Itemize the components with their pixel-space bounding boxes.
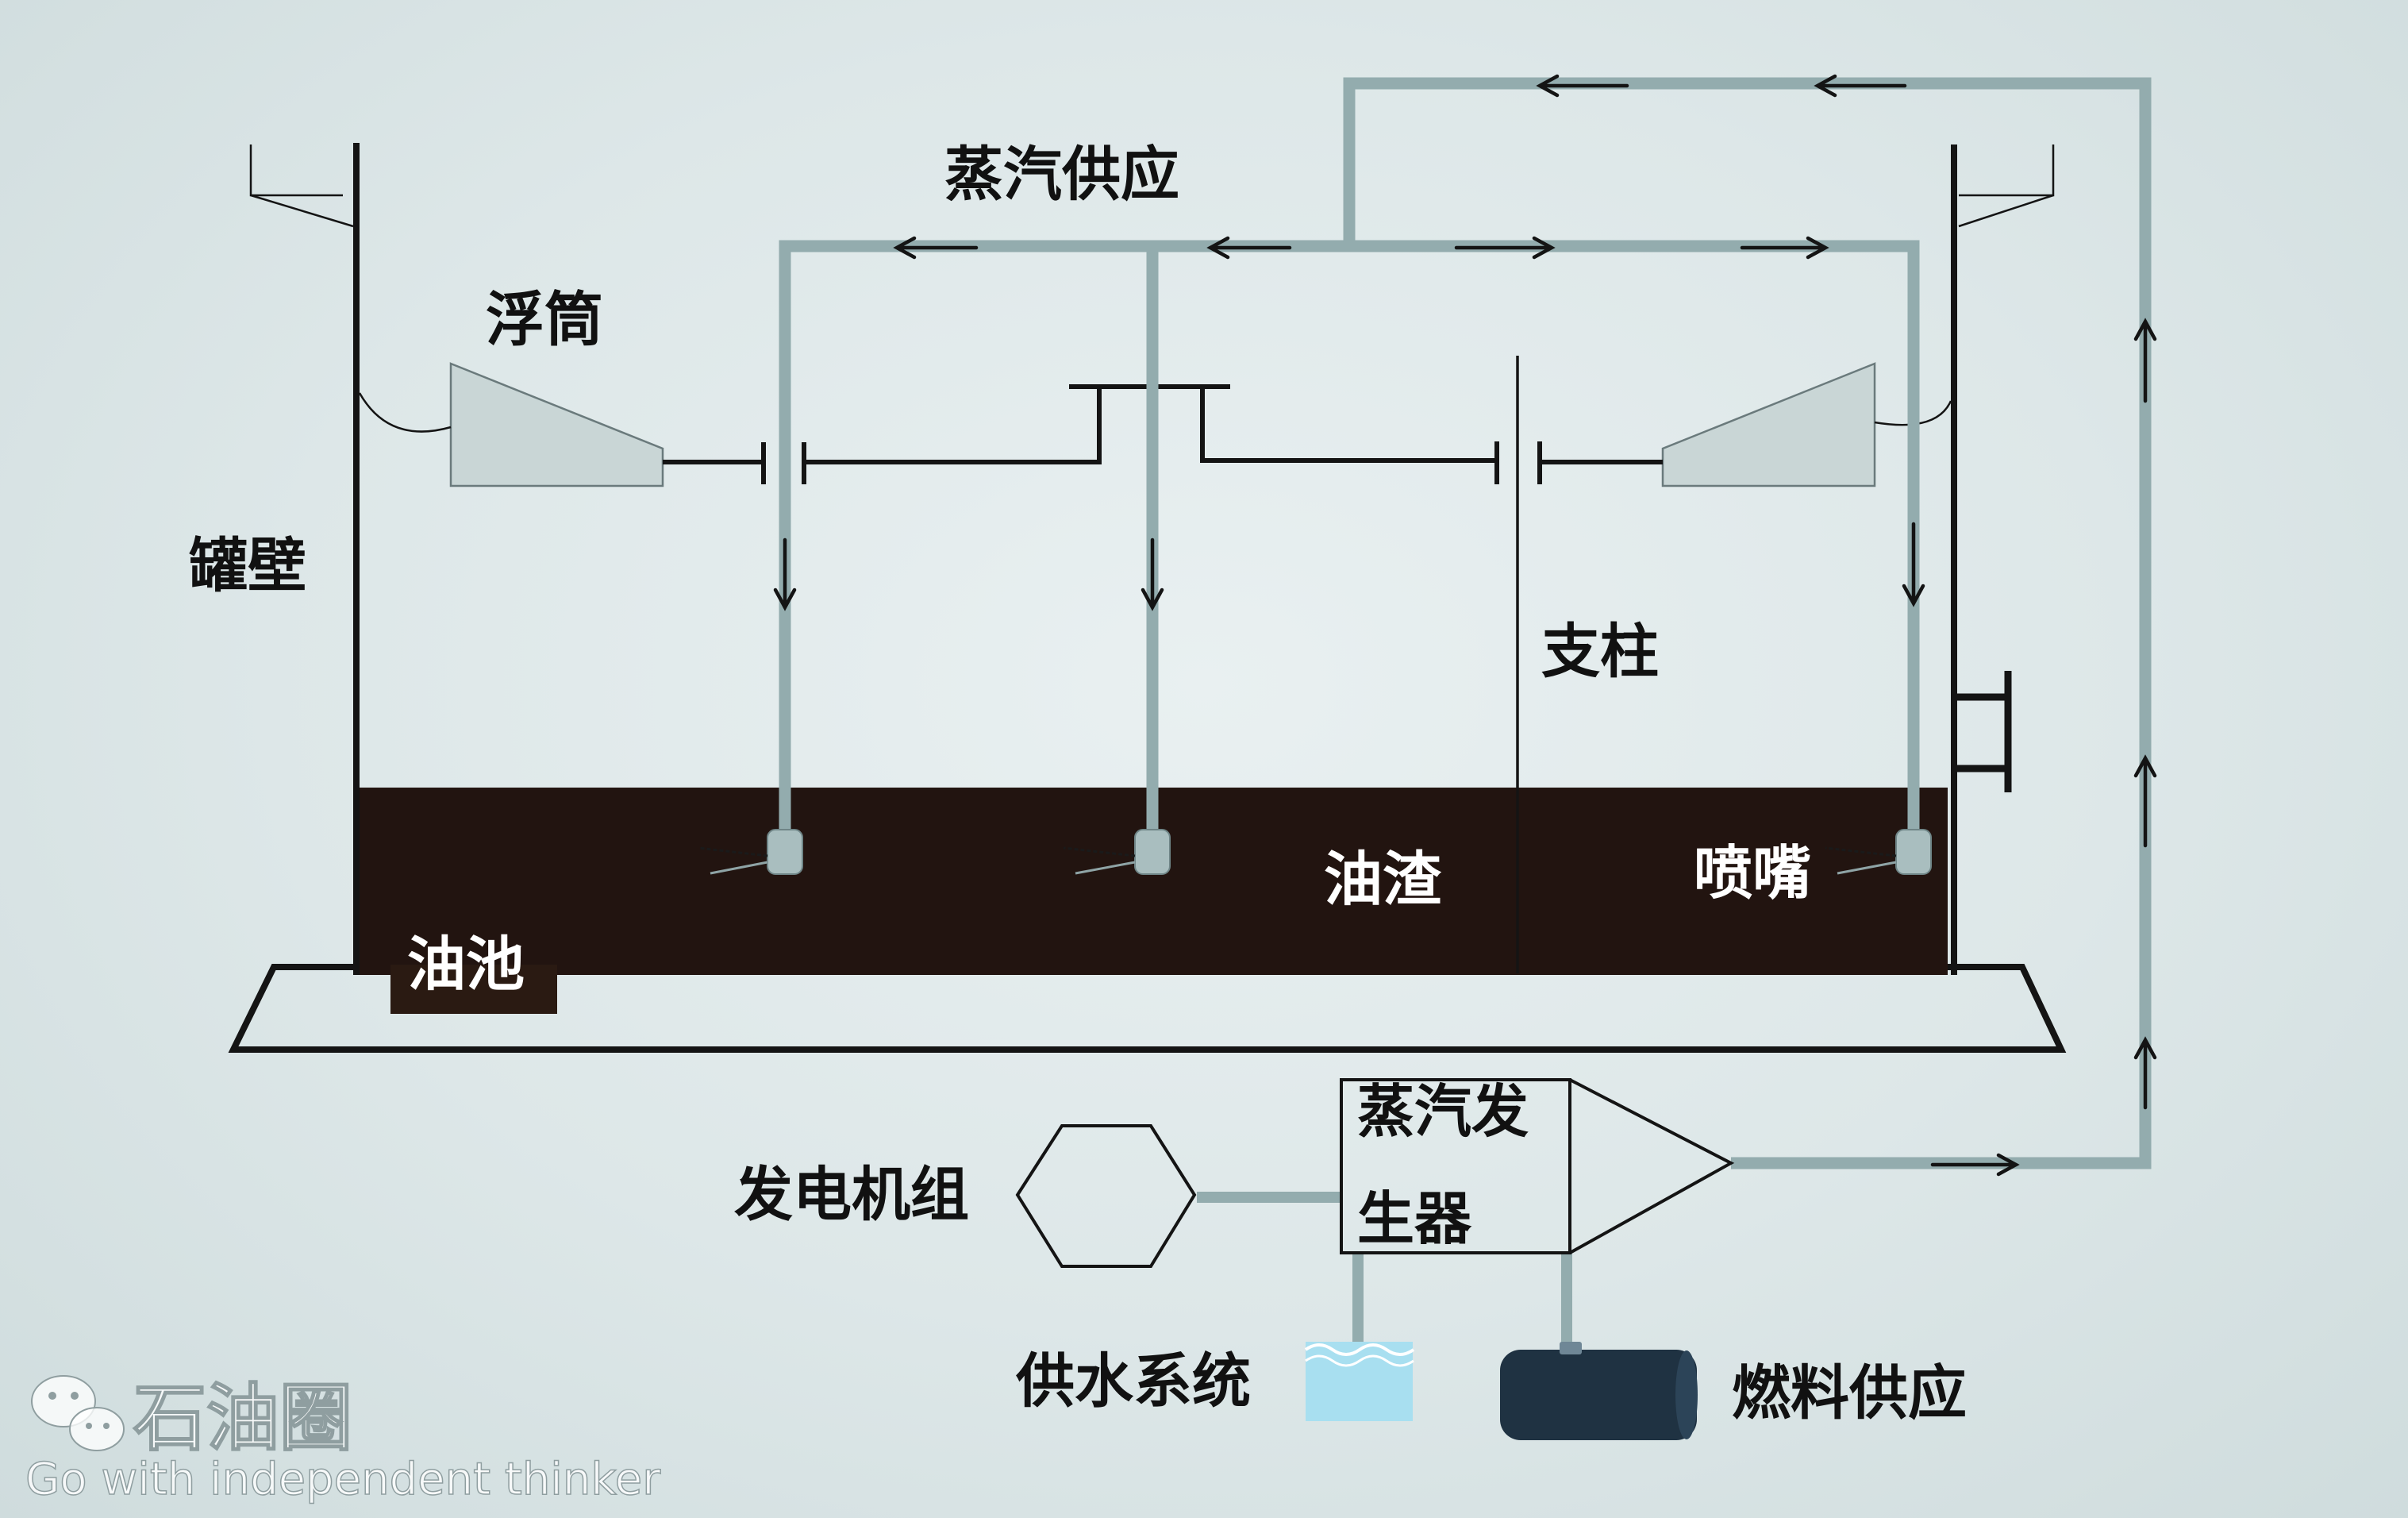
steam-generator bbox=[1340, 1078, 1735, 1254]
label-tank-wall: 罐壁 bbox=[189, 532, 306, 600]
watermark-slogan: Go with independent thinker bbox=[25, 1454, 661, 1505]
wall-bracket-left bbox=[249, 144, 354, 228]
wall-bracket-right bbox=[1958, 144, 2055, 228]
label-sludge: 油渣 bbox=[1324, 846, 1442, 914]
label-generator-set: 发电机组 bbox=[734, 1161, 969, 1229]
floating-roof-deck bbox=[663, 384, 1663, 484]
label-steam-generator-line1: 蒸汽发 bbox=[1357, 1078, 1529, 1145]
fuel-tank bbox=[1500, 1342, 1698, 1440]
water-tank bbox=[1304, 1342, 1415, 1421]
label-pontoon: 浮筒 bbox=[486, 286, 603, 354]
pontoon-right bbox=[1661, 362, 1952, 487]
label-oil-sump: 油池 bbox=[407, 930, 525, 999]
label-steam-generator-line2: 生器 bbox=[1357, 1185, 1472, 1252]
tank-base-frame bbox=[228, 964, 2067, 1053]
label-steam-supply: 蒸汽供应 bbox=[944, 141, 1179, 209]
generator-set-hexagon bbox=[1015, 1124, 1197, 1268]
pontoon-left bbox=[358, 362, 664, 487]
manway-nozzle bbox=[1957, 671, 2012, 792]
watermark-brand: 石油圈 bbox=[133, 1376, 352, 1461]
label-nozzle: 喷嘴 bbox=[1694, 839, 1811, 907]
oil-sump-pit bbox=[390, 965, 557, 1014]
label-water-supply: 供水系统 bbox=[1016, 1347, 1251, 1416]
wechat-icon bbox=[31, 1375, 125, 1451]
watermark: 石油圈 Go with independent thinker bbox=[25, 1375, 662, 1506]
flow-arrows bbox=[773, 74, 2157, 1177]
label-column: 支柱 bbox=[1541, 618, 1659, 686]
spray-nozzle-3 bbox=[1825, 829, 1932, 875]
spray-nozzle-2 bbox=[1063, 829, 1171, 875]
label-fuel-supply: 燃料供应 bbox=[1732, 1359, 1967, 1427]
spray-nozzle-1 bbox=[698, 829, 803, 875]
steam-pipe-network bbox=[779, 77, 2152, 1350]
